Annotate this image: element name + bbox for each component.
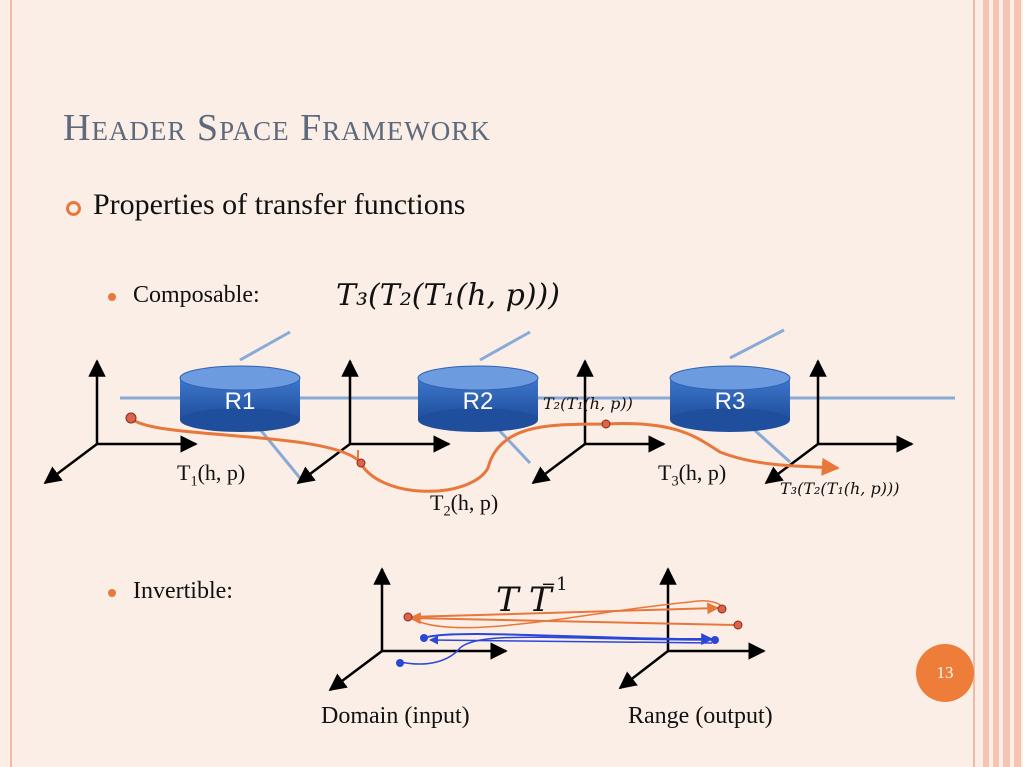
t1-label: T1(h, p) [177, 460, 246, 490]
router-label-r2: R2 [462, 388, 494, 415]
transfer-function-diagram [43, 328, 955, 692]
router-r1-icon [179, 365, 301, 432]
mid-formula: T₂(T₁(h, p)) [543, 394, 633, 413]
page-number-badge: 13 [916, 644, 974, 702]
router-label-r1: R1 [224, 388, 256, 415]
invertible-label: Invertible: [133, 578, 233, 604]
slide-frame [10, 0, 975, 767]
router-r3-icon [669, 365, 791, 432]
axes-composable [43, 359, 914, 485]
mapping-arrows [399, 600, 736, 665]
end-formula: T₃(T₂(T₁(h, p))) [780, 479, 900, 498]
domain-label: Domain (input) [321, 703, 470, 729]
router-r2-icon [417, 365, 539, 432]
range-label: Range (output) [628, 703, 773, 729]
sub-bullet-dot-icon [108, 293, 116, 301]
router-label-r3: R3 [714, 388, 746, 415]
sub-bullet-dot-icon [108, 589, 116, 597]
t-inverse-symbol: T [529, 580, 552, 620]
composable-formula: T₃(T₂(T₁(h, p))) [336, 278, 560, 313]
bullet-ring-icon [66, 201, 81, 216]
main-bullet-text: Properties of transfer functions [93, 188, 466, 221]
decorative-stripes [979, 0, 1023, 767]
composable-label: Composable: [133, 282, 260, 308]
t3-label: T3(h, p) [658, 460, 727, 490]
slide-title: Header Space Framework [63, 107, 491, 149]
inverse-exponent: −1 [541, 574, 568, 595]
t-symbol: T [496, 580, 519, 620]
t2-label: T2(h, p) [430, 490, 499, 520]
